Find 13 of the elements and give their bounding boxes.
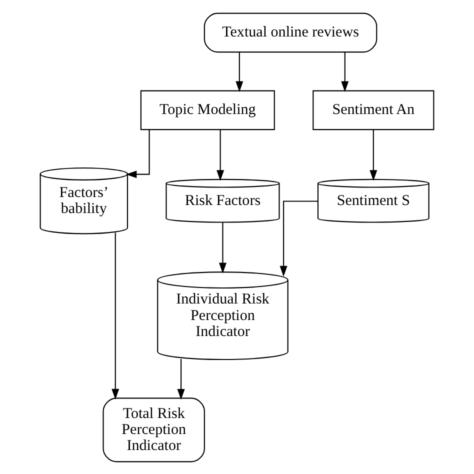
arrow <box>236 52 244 92</box>
arrow <box>341 52 349 92</box>
arrow <box>177 358 185 400</box>
node-box: Textual online reviews <box>204 12 378 52</box>
arrow <box>126 129 150 178</box>
arrow <box>370 129 378 180</box>
arrow <box>218 222 227 274</box>
node-box: Sentiment An <box>312 90 434 130</box>
node-box: Topic Modeling <box>140 90 275 130</box>
arrow <box>216 129 224 180</box>
arrow <box>280 200 318 276</box>
arrow <box>112 232 120 400</box>
node-box: Total Risk Perception Indicator <box>102 397 205 462</box>
